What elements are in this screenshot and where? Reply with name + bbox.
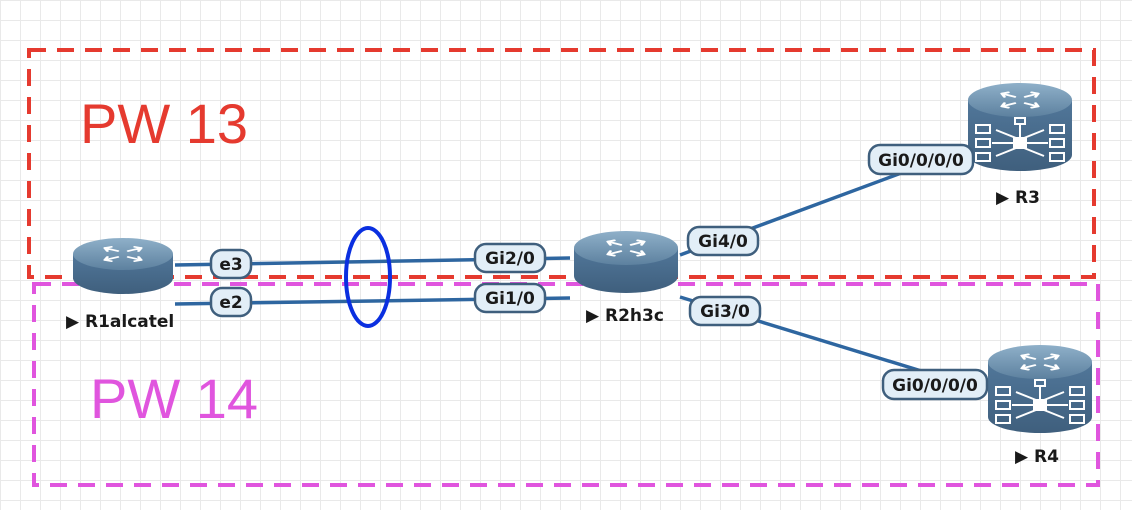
zone-pw14-border: [32, 282, 1100, 487]
if-label-text: Gi3/0: [700, 302, 750, 322]
if-label-r2-gi3-0[interactable]: Gi3/0: [688, 295, 762, 327]
router-r3[interactable]: [968, 83, 1072, 171]
if-label-r2-gi2-0[interactable]: Gi2/0: [473, 242, 547, 274]
zone-pw14-label: PW 14: [90, 367, 258, 430]
if-label-r1-e3[interactable]: e3: [209, 248, 253, 280]
zone-pw13-border: [27, 48, 1096, 279]
zone-pw13-label: PW 13: [80, 92, 248, 155]
lag-bundle-ellipse[interactable]: [344, 226, 392, 328]
if-label-r3-gi0-0-0-0[interactable]: Gi0/0/0/0: [867, 143, 975, 176]
core-router-icon: [988, 345, 1092, 433]
router-icon: [73, 238, 173, 294]
if-label-text: Gi0/0/0/0: [878, 151, 964, 171]
if-label-text: e3: [219, 255, 242, 275]
router-icon: [574, 231, 678, 293]
if-label-r4-gi0-0-0-0[interactable]: Gi0/0/0/0: [881, 368, 989, 401]
node-label-r3[interactable]: ▶ R3: [996, 188, 1040, 208]
core-router-icon: [968, 83, 1072, 171]
if-label-text: Gi0/0/0/0: [892, 376, 978, 396]
if-label-text: Gi4/0: [698, 232, 748, 252]
node-label-r2[interactable]: ▶ R2h3c: [586, 306, 664, 326]
if-label-r1-e2[interactable]: e2: [209, 286, 253, 318]
node-label-r4[interactable]: ▶ R4: [1015, 447, 1059, 467]
if-label-text: e2: [219, 293, 242, 313]
router-r4[interactable]: [988, 345, 1092, 433]
node-label-r1[interactable]: ▶ R1alcatel: [66, 312, 174, 332]
router-r2h3c[interactable]: [574, 231, 678, 293]
if-label-r2-gi1-0[interactable]: Gi1/0: [473, 282, 547, 314]
router-r1alcatel[interactable]: [73, 238, 173, 294]
if-label-r2-gi4-0[interactable]: Gi4/0: [686, 225, 760, 257]
if-label-text: Gi2/0: [485, 249, 535, 269]
if-label-text: Gi1/0: [485, 289, 535, 309]
